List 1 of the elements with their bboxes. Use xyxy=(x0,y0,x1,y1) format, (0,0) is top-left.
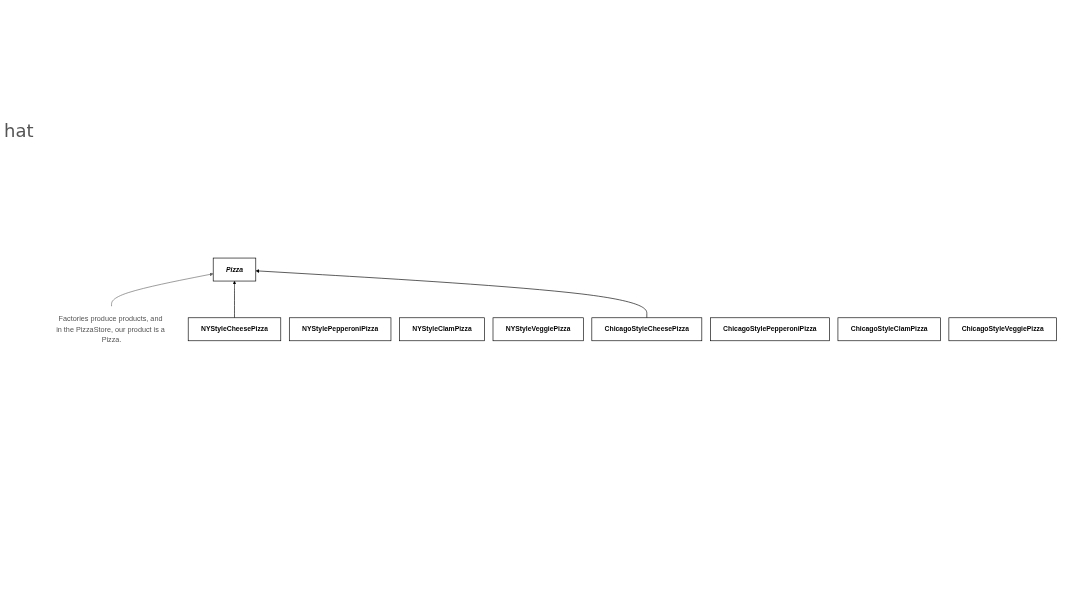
note-text: hat xyxy=(4,120,34,141)
